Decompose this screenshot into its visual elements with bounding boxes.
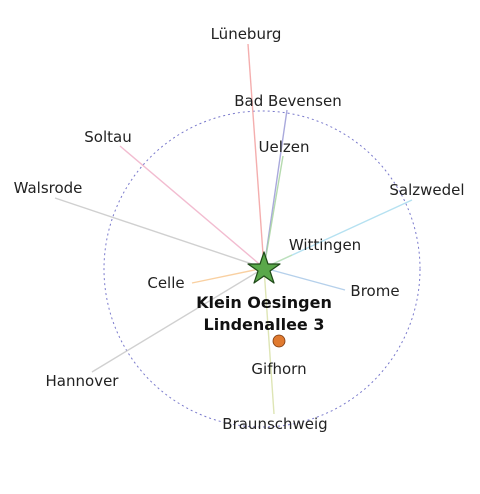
label-gifhorn: Gifhorn (251, 360, 306, 378)
label-walsrode: Walsrode (14, 179, 83, 197)
line-soltau (119, 145, 265, 269)
label-brome: Brome (350, 282, 399, 300)
label-lueneburg: Lüneburg (211, 25, 282, 43)
star-icon (247, 251, 281, 284)
center-label-line2: Lindenallee 3 (204, 315, 325, 334)
center-label-line1: Klein Oesingen (196, 293, 332, 312)
line-walsrode (54, 197, 265, 269)
line-celle (191, 267, 265, 284)
label-braunschweig: Braunschweig (222, 415, 327, 433)
label-bad-bevensen: Bad Bevensen (234, 92, 341, 110)
label-salzwedel: Salzwedel (389, 181, 464, 199)
line-braunschweig (263, 267, 275, 415)
label-celle: Celle (147, 274, 184, 292)
distance-ring (103, 110, 421, 428)
label-soltau: Soltau (84, 128, 131, 146)
line-hannover (91, 267, 265, 373)
label-hannover: Hannover (46, 372, 120, 390)
connector-lines (54, 43, 413, 415)
line-lueneburg (247, 43, 265, 269)
gifhorn-marker (272, 334, 286, 348)
place-labels: Lüneburg Bad Bevensen Uelzen Soltau Wals… (14, 25, 465, 433)
line-brome (263, 267, 346, 291)
label-uelzen: Uelzen (259, 138, 310, 156)
label-wittingen: Wittingen (289, 236, 361, 254)
line-uelzen (263, 155, 284, 269)
